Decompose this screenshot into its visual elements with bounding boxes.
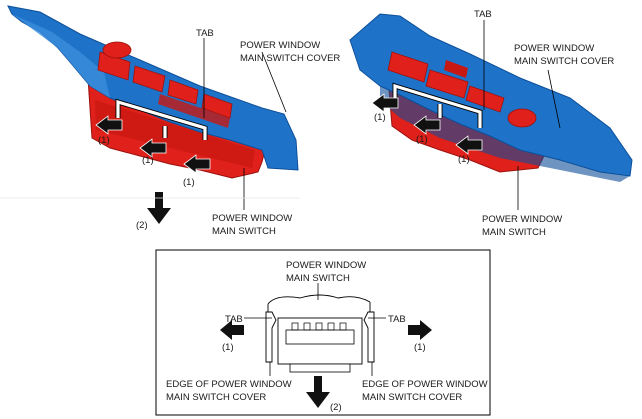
detail-cover-edge-right (363, 311, 375, 363)
detail-edge-right-2: MAIN SWITCH COVER (362, 392, 462, 403)
right-step1-b: (1) (416, 134, 428, 145)
left-switch-label-1: POWER WINDOW (212, 213, 292, 224)
detail-step2: (2) (330, 402, 342, 413)
right-step1-a: (1) (374, 112, 386, 123)
detail-tab-left: TAB (225, 314, 243, 325)
left-cover-label-1: POWER WINDOW (240, 40, 320, 51)
right-tab-label: TAB (474, 9, 492, 20)
detail-arrow-left (220, 320, 244, 340)
left-step1-b: (1) (142, 155, 154, 166)
right-assembly (349, 13, 633, 182)
right-cover-label-2: MAIN SWITCH COVER (514, 56, 614, 67)
detail-switch-label-2: MAIN SWITCH (286, 273, 350, 284)
detail-cover-edge-left (265, 311, 277, 363)
detail-edge-left-2: MAIN SWITCH COVER (166, 392, 266, 403)
detail-edge-right-1: EDGE OF POWER WINDOW (362, 379, 488, 390)
detail-edge-left-1: EDGE OF POWER WINDOW (166, 379, 292, 390)
right-switch-label-1: POWER WINDOW (482, 214, 562, 225)
left-step1-c: (1) (183, 177, 195, 188)
left-tab-label: TAB (196, 28, 214, 39)
left-down-arrow (147, 192, 171, 224)
right-switch-label-2: MAIN SWITCH (482, 227, 546, 238)
left-step1-a: (1) (98, 135, 110, 146)
left-switch-label-2: MAIN SWITCH (212, 226, 276, 237)
right-arrows-1 (371, 93, 483, 155)
detail-step1-right: (1) (414, 342, 426, 353)
left-arrows-1 (95, 115, 211, 174)
left-step2: (2) (136, 220, 148, 231)
left-assembly (7, 5, 299, 179)
detail-switch-top (267, 294, 371, 305)
detail-tab-right: TAB (388, 314, 406, 325)
right-cover-label-1: POWER WINDOW (514, 43, 594, 54)
left-cover-label-2: MAIN SWITCH COVER (240, 53, 340, 64)
detail-switch-body (277, 317, 363, 365)
detail-switch-label-1: POWER WINDOW (286, 260, 366, 271)
right-step1-c: (1) (458, 154, 470, 165)
detail-step1-left: (1) (222, 342, 234, 353)
detail-down-arrow (306, 376, 330, 408)
detail-arrow-right (408, 320, 432, 340)
